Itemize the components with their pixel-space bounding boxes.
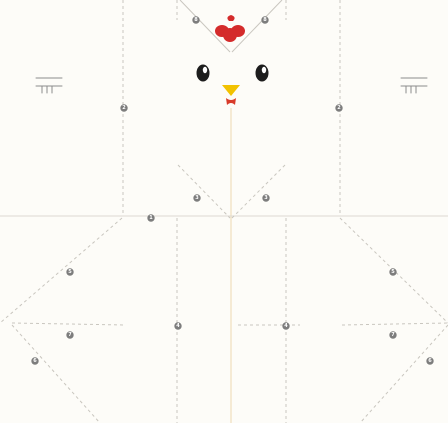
svg-text:7: 7	[68, 332, 72, 338]
svg-text:6: 6	[428, 358, 432, 364]
marker-08-left: 8	[192, 16, 199, 23]
svg-text:4: 4	[284, 323, 288, 329]
marker-08-right: 8	[261, 16, 268, 23]
marker-07-left: 7	[66, 331, 73, 338]
svg-text:8: 8	[194, 17, 198, 23]
left-eye-highlight	[203, 67, 207, 73]
marker-04-left: 4	[174, 322, 181, 329]
marker-05-right: 5	[389, 268, 396, 275]
svg-text:2: 2	[337, 105, 341, 111]
marker-03-left: 3	[193, 194, 200, 201]
comb-center-lobe	[223, 28, 237, 42]
marker-04-right: 4	[282, 322, 289, 329]
svg-text:3: 3	[195, 195, 199, 201]
svg-text:7: 7	[391, 332, 395, 338]
marker-05-left: 5	[66, 268, 73, 275]
left-eye	[197, 65, 210, 82]
svg-text:2: 2	[122, 105, 126, 111]
marker-07-right: 7	[389, 331, 396, 338]
svg-text:6: 6	[33, 358, 37, 364]
marker-06-left: 6	[31, 357, 38, 364]
right-eye	[256, 65, 269, 82]
svg-text:3: 3	[264, 195, 268, 201]
right-eye-highlight	[262, 67, 266, 73]
svg-text:5: 5	[68, 269, 72, 275]
marker-03-right: 3	[262, 194, 269, 201]
svg-text:5: 5	[391, 269, 395, 275]
marker-02-left: 2	[120, 104, 127, 111]
svg-text:8: 8	[263, 17, 267, 23]
marker-06-right: 6	[426, 357, 433, 364]
svg-text:1: 1	[149, 215, 153, 221]
marker-02-right: 2	[335, 104, 342, 111]
marker-01: 1	[147, 214, 154, 221]
svg-text:4: 4	[176, 323, 180, 329]
